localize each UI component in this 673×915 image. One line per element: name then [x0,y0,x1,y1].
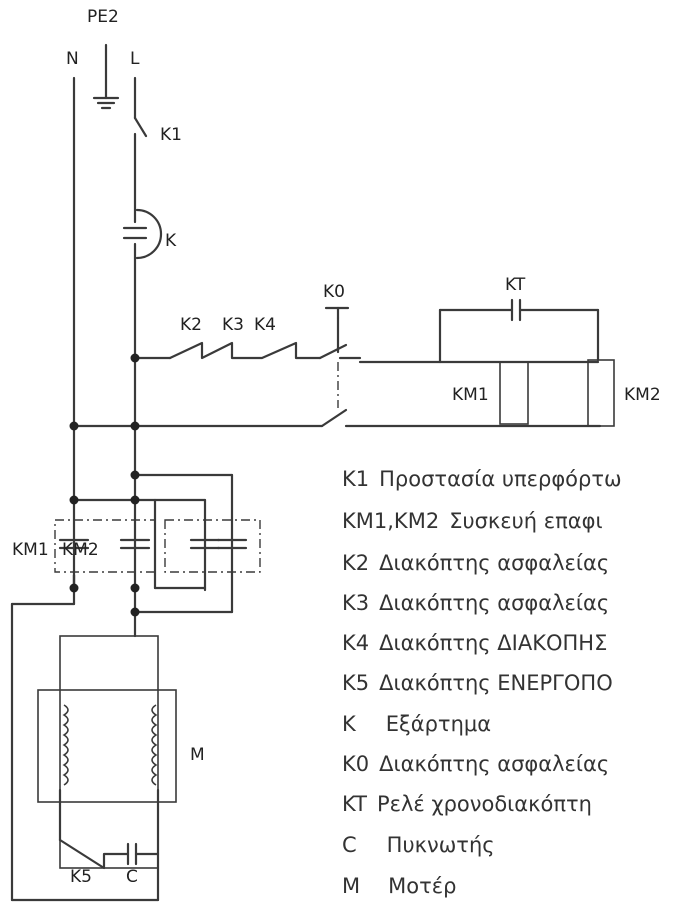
junction-dots [69,353,140,617]
contactor-km2-box [164,519,261,573]
label-km2: KM2 [624,385,661,405]
coil-km1 [499,361,529,425]
control-rung-top [133,298,600,408]
label-pe2: PE2 [87,7,119,27]
label-km1-contacts: KM1 [12,540,49,560]
earth-terminal [92,43,120,110]
label-k5: K5 [70,867,92,887]
label-k4: K4 [254,315,276,335]
label-k1: K1 [160,125,182,145]
start-circuit [10,573,160,902]
label-km2-contacts: KM2 [62,540,99,560]
motor [37,610,177,869]
label-k: K [165,231,177,251]
label-m: M [190,745,205,765]
label-k0: K0 [323,282,345,302]
label-l: L [130,49,140,69]
label-k2: K2 [180,315,202,335]
live-line [122,76,163,592]
label-km1: KM1 [452,385,489,405]
control-rung-bottom [72,408,602,428]
label-n: N [66,49,79,69]
coil-km2 [587,359,615,427]
label-c: C [126,867,138,887]
label-kt: KT [505,275,526,295]
label-k3: K3 [222,315,244,335]
